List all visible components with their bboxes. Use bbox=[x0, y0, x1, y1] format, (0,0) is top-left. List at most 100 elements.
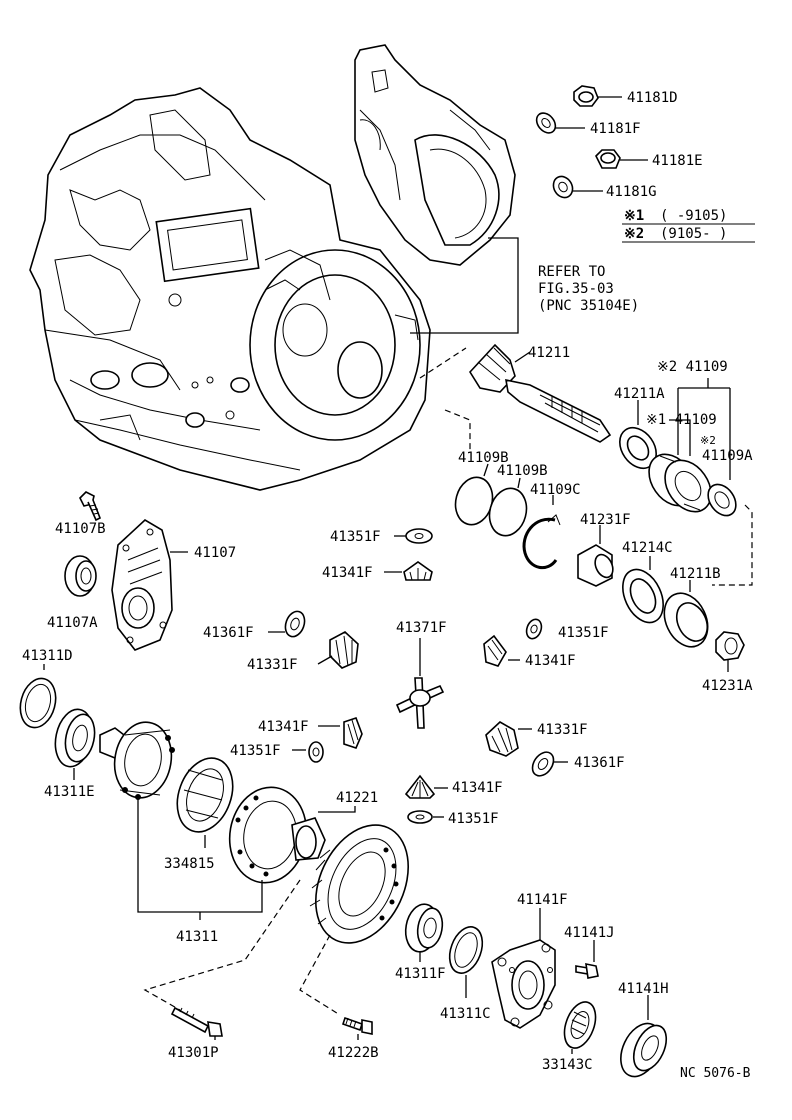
label-41311: 41311 bbox=[176, 929, 218, 945]
label-41109b-2: 41109B bbox=[497, 463, 548, 479]
seal-41214c: 41214C bbox=[622, 540, 673, 624]
legend: ※1 ( -9105) ※2 (9105- ) bbox=[622, 208, 755, 243]
label-41109-mark2: ※2 41109 bbox=[657, 359, 728, 375]
label-41311c: 41311C bbox=[440, 1006, 491, 1022]
label-41331f-a: 41331F bbox=[247, 657, 298, 673]
shim-41109b-1: 41109B bbox=[454, 450, 509, 526]
washer-41351f-b: 41351F bbox=[525, 618, 609, 641]
washer-41351f-d: 41351F bbox=[407, 810, 499, 827]
refer-note-line3: (PNC 35104E) bbox=[538, 298, 639, 314]
label-41311f: 41311F bbox=[395, 966, 446, 982]
legend-range-1: ( -9105) bbox=[660, 208, 727, 224]
label-41331f-b: 41331F bbox=[537, 722, 588, 738]
label-41341f-a: 41341F bbox=[322, 565, 373, 581]
label-41107b: 41107B bbox=[55, 521, 106, 537]
label-41141h: 41141H bbox=[618, 981, 669, 997]
label-41214c: 41214C bbox=[622, 540, 673, 556]
snap-ring-41109c: 41109C bbox=[522, 482, 581, 570]
label-41351f-d: 41351F bbox=[448, 811, 499, 827]
label-41301p: 41301P bbox=[168, 1045, 219, 1061]
label-41109b-1: 41109B bbox=[458, 450, 509, 466]
retainer-41141f: 41141F bbox=[491, 892, 568, 1029]
label-41211b: 41211B bbox=[670, 566, 721, 582]
bearing-41109: ※2 41109 ※1 41109 ※2 41109A bbox=[646, 359, 753, 517]
bolt-41222b: 41222B bbox=[328, 1016, 379, 1061]
label-41341f-d: 41341F bbox=[452, 780, 503, 796]
gear-41341f-d: 41341F bbox=[404, 774, 503, 799]
label-41311d: 41311D bbox=[22, 648, 73, 664]
gear-41331f-a: 41331F bbox=[247, 631, 359, 673]
label-41351f-c: 41351F bbox=[230, 743, 281, 759]
label-41361f-a: 41361F bbox=[203, 625, 254, 641]
bolt-41141j: 41141J bbox=[564, 925, 615, 979]
gear-41341f-c: 41341F bbox=[258, 716, 363, 749]
refer-note-line2: FIG.35-03 bbox=[538, 281, 614, 297]
label-41311e: 41311E bbox=[44, 784, 95, 800]
nut-41231a: 41231A bbox=[702, 631, 753, 694]
refer-to-note: REFER TO FIG.35-03 (PNC 35104E) bbox=[410, 237, 639, 334]
label-41181d: 41181D bbox=[627, 90, 678, 106]
label-41231f: 41231F bbox=[580, 512, 631, 528]
label-334815: 334815 bbox=[164, 856, 215, 872]
bolt-41301p: 41301P bbox=[168, 1006, 223, 1061]
label-41109a: 41109A bbox=[702, 448, 753, 464]
label-41181e: 41181E bbox=[652, 153, 703, 169]
label-41351f-b: 41351F bbox=[558, 625, 609, 641]
gear-41331f-b: 41331F bbox=[485, 721, 588, 757]
diff-case-left bbox=[99, 721, 175, 800]
transaxle-housing bbox=[354, 44, 516, 266]
diff-case-main: 41221 bbox=[228, 786, 378, 884]
label-41107a: 41107A bbox=[47, 615, 98, 631]
label-41371f: 41371F bbox=[396, 620, 447, 636]
washer-41361f-a: 41361F bbox=[203, 610, 306, 641]
washer-41351f-c: 41351F bbox=[230, 741, 324, 763]
bearing-41141h: 41141H bbox=[618, 981, 669, 1078]
label-41109a-mark: ※2 bbox=[700, 434, 716, 447]
label-41181g: 41181G bbox=[606, 184, 657, 200]
gear-41341f-b: 41341F bbox=[483, 634, 576, 669]
washer-41311c: 41311C bbox=[440, 926, 491, 1022]
seal-33143c: 33143C bbox=[542, 1001, 597, 1073]
bearing-41107a: 41107A bbox=[47, 555, 98, 631]
washer-41181f: 41181F bbox=[535, 112, 641, 137]
shim-41109b-2: 41109B bbox=[488, 463, 548, 537]
seal-334815: 334815 bbox=[164, 757, 234, 872]
label-41141f: 41141F bbox=[517, 892, 568, 908]
drive-pinion-41211: 41211 bbox=[419, 343, 612, 443]
label-41341f-b: 41341F bbox=[525, 653, 576, 669]
label-41231a: 41231A bbox=[702, 678, 753, 694]
bearing-41311f: 41311F bbox=[395, 903, 446, 982]
label-41141j: 41141J bbox=[564, 925, 615, 941]
label-41107: 41107 bbox=[194, 545, 236, 561]
transaxle-case bbox=[29, 87, 431, 491]
label-41222b: 41222B bbox=[328, 1045, 379, 1061]
bolt-41107b: 41107B bbox=[55, 491, 106, 537]
seal-41311d: 41311D bbox=[19, 648, 73, 729]
cover-41107: 41107 bbox=[111, 519, 236, 651]
label-41109-mark1: ※1 41109 bbox=[646, 412, 717, 428]
washer-41361f-b: 41361F bbox=[531, 751, 625, 777]
label-33143c: 33143C bbox=[542, 1057, 593, 1073]
legend-range-2: (9105- ) bbox=[660, 226, 727, 242]
label-41351f-a: 41351F bbox=[330, 529, 381, 545]
label-41221: 41221 bbox=[336, 790, 378, 806]
legend-mark-2: ※2 bbox=[624, 226, 644, 242]
legend-mark-1: ※1 bbox=[624, 208, 644, 224]
bearing-41311e: 41311E bbox=[44, 708, 96, 800]
ring-gear-41221 bbox=[309, 824, 410, 944]
bearing-41211b: 41211B bbox=[663, 566, 721, 648]
figure-code: NC 5076-B bbox=[680, 1066, 751, 1081]
shaft-41371f: 41371F bbox=[395, 620, 447, 729]
fastener-41181e: 41181E bbox=[595, 149, 703, 169]
label-41341f-c: 41341F bbox=[258, 719, 309, 735]
washer-41351f-a: 41351F bbox=[330, 528, 433, 545]
label-41361f-b: 41361F bbox=[574, 755, 625, 771]
refer-note-line1: REFER TO bbox=[538, 264, 605, 280]
bearing-41211a: 41211A bbox=[614, 386, 665, 470]
label-41211a: 41211A bbox=[614, 386, 665, 402]
label-41109c: 41109C bbox=[530, 482, 581, 498]
label-41181f: 41181F bbox=[590, 121, 641, 137]
label-41211: 41211 bbox=[528, 345, 570, 361]
gear-41341f-a: 41341F bbox=[322, 561, 433, 581]
